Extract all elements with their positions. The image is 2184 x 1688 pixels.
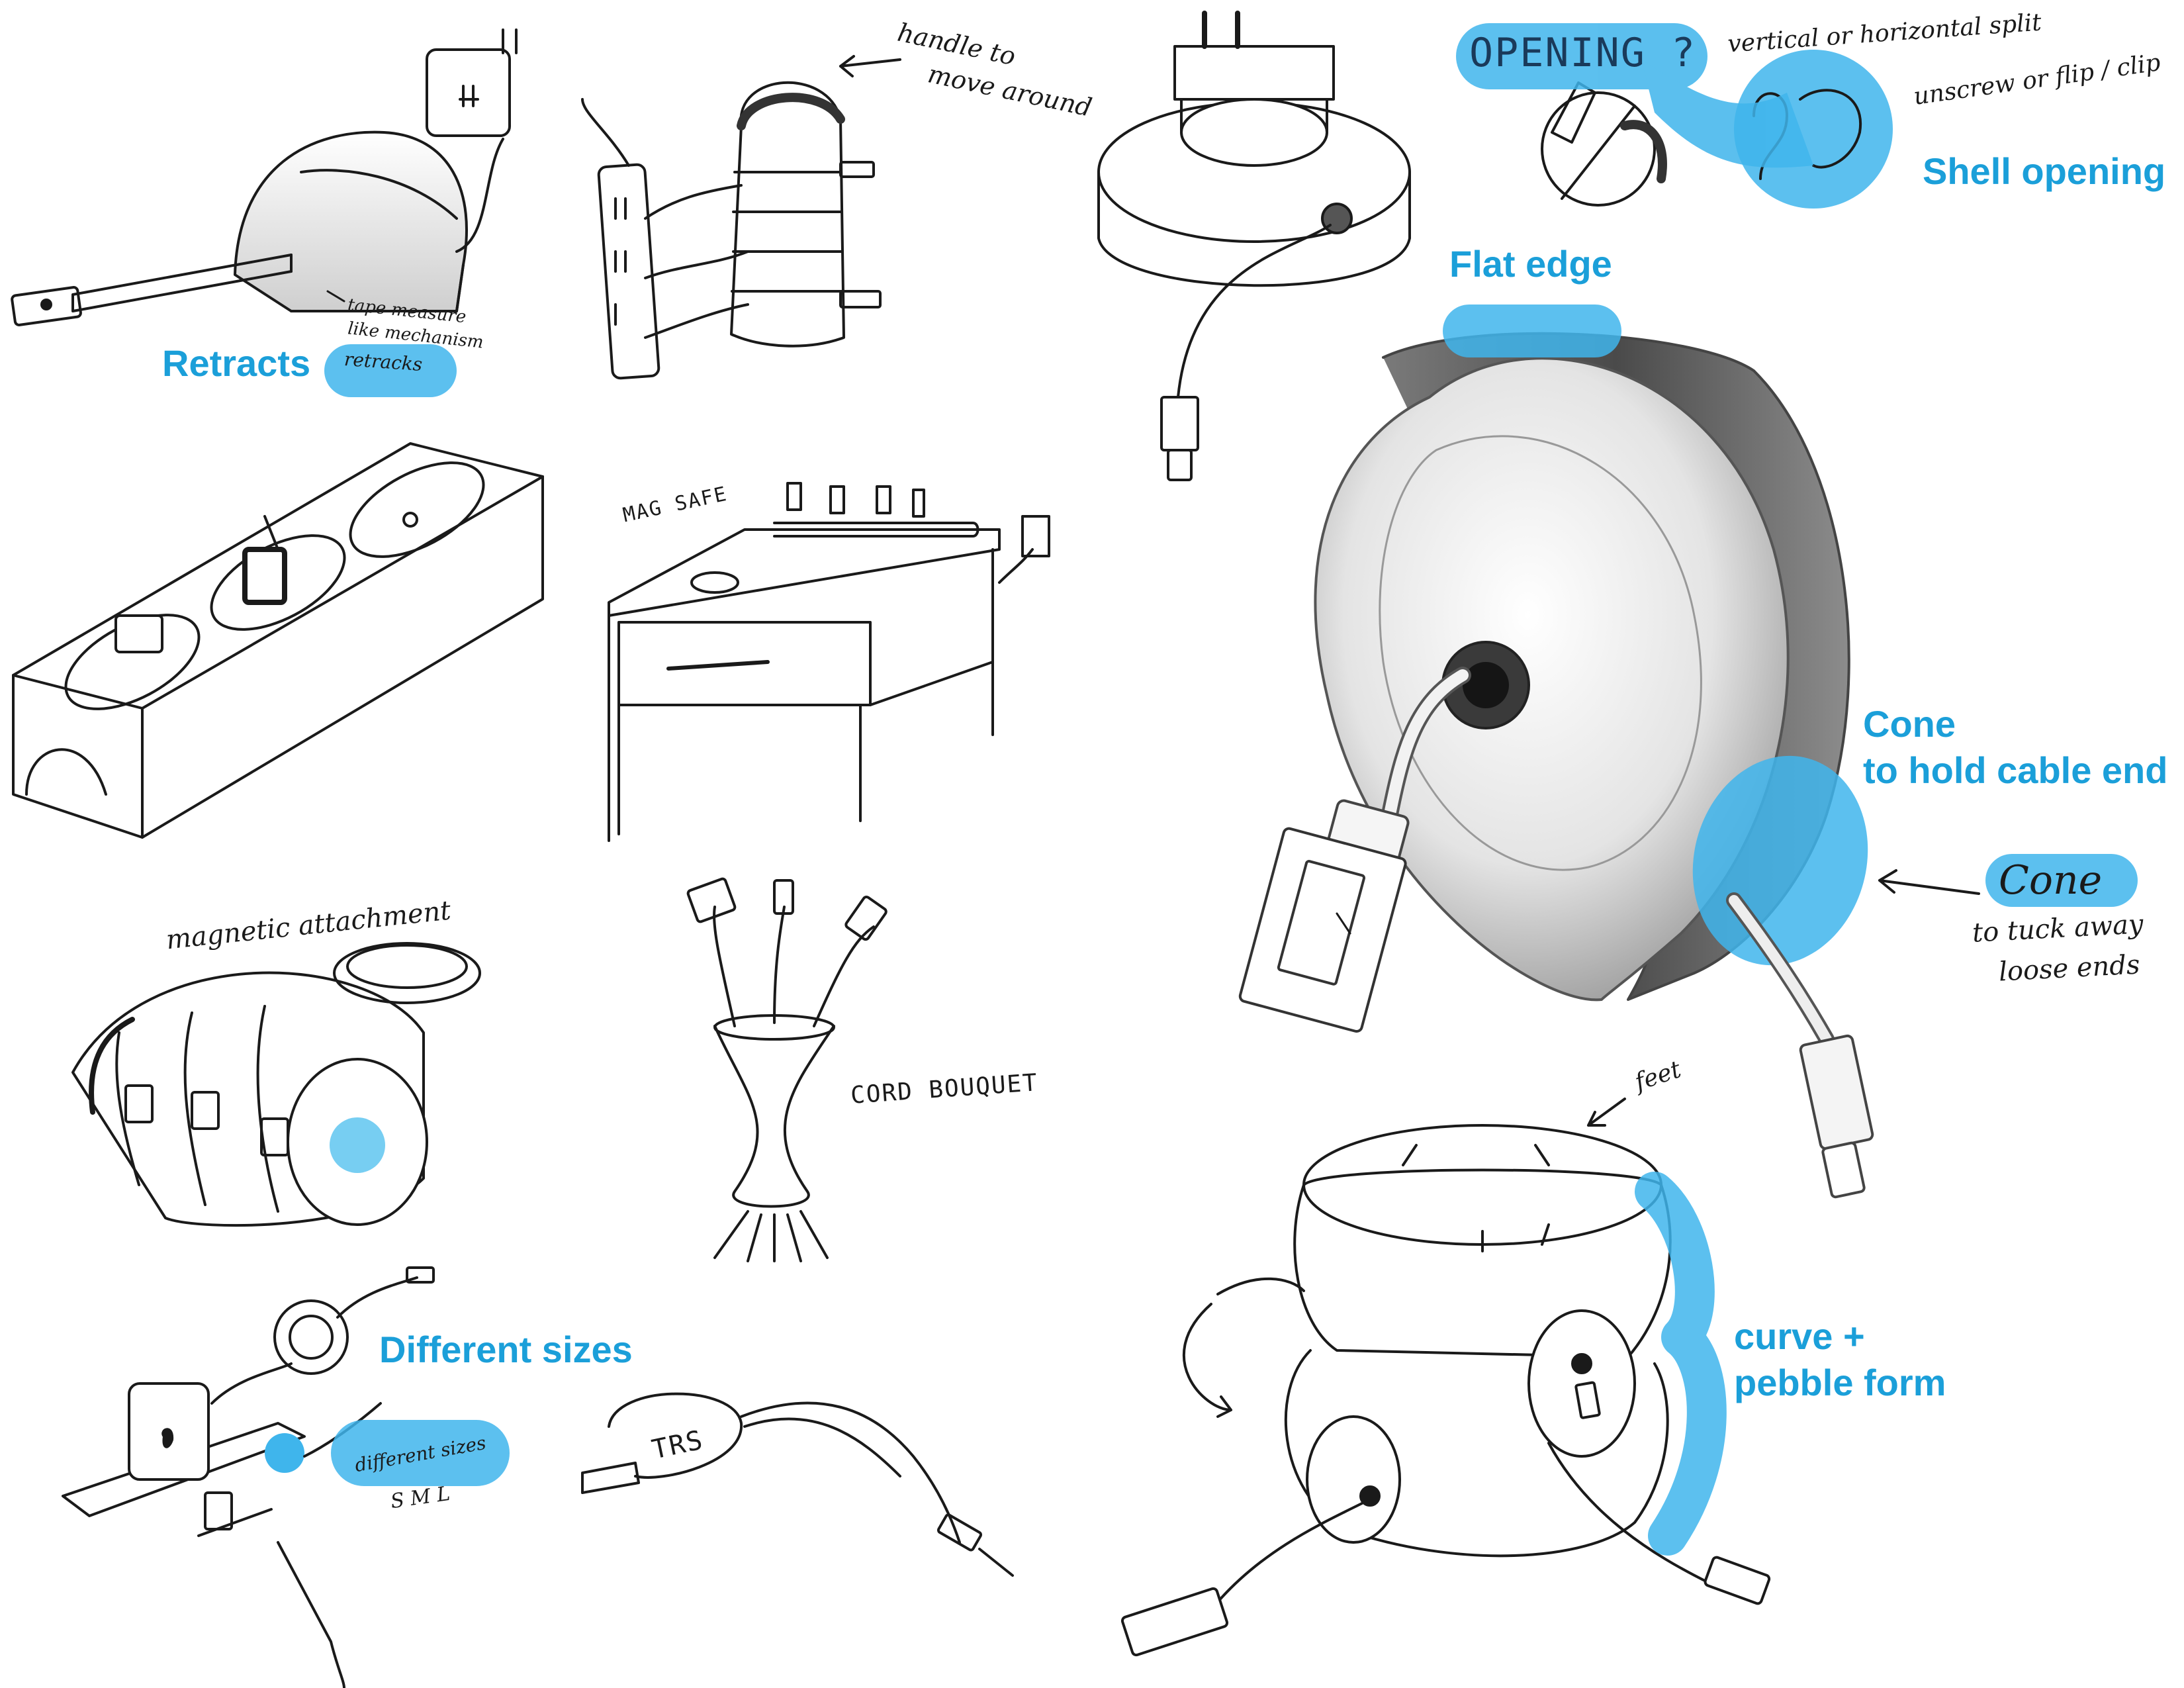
label-shell-opening: Shell opening xyxy=(1923,150,2166,192)
label-curve: curve + xyxy=(1734,1315,1865,1357)
label-retracts: Retracts xyxy=(162,342,311,384)
usb-connector-icon xyxy=(1238,827,1407,1033)
label-pebble-form: pebble form xyxy=(1734,1362,1946,1403)
sketch-pebble-stack xyxy=(1120,1098,1771,1657)
highlight-retracts xyxy=(324,344,457,397)
label-cone-line2: to hold cable end xyxy=(1863,749,2168,791)
note-cone: Cone xyxy=(1999,857,2103,904)
sketch-box-organizer xyxy=(12,442,544,839)
sketch-magnetic-cylinder xyxy=(71,942,481,1227)
sketch-tape-measure-retractor xyxy=(11,28,518,326)
sketch-main-puck xyxy=(1238,332,1980,1199)
wall-plug-icon xyxy=(426,48,511,137)
sketch-different-sizes xyxy=(62,1266,435,1688)
wall-plug-icon xyxy=(1202,11,1240,49)
sketch-puck-with-plug xyxy=(1097,11,1411,481)
highlight-opening-trail xyxy=(1641,60,1813,168)
apple-logo-icon xyxy=(161,1428,174,1448)
label-cone-line1: Cone xyxy=(1863,703,1956,745)
magsafe-connector-icon xyxy=(1120,1587,1229,1657)
sketch-opening-concepts xyxy=(1541,50,1893,209)
sketch-trs-retractor xyxy=(581,1392,1014,1577)
sketch-nightstand xyxy=(608,482,1050,842)
lightning-connector-icon xyxy=(1799,1034,1874,1150)
highlight-different-sizes xyxy=(331,1420,510,1486)
highlight-cone xyxy=(1985,854,2138,907)
rotate-arrow-icon xyxy=(1183,1303,1232,1418)
highlight-flat-edge xyxy=(1443,305,1621,357)
note-opening: OPENING ? xyxy=(1469,30,1697,76)
sketch-handle-organizer xyxy=(581,55,901,380)
label-flat-edge: Flat edge xyxy=(1449,243,1612,285)
audio-jack-icon xyxy=(936,1513,983,1552)
label-different-sizes: Different sizes xyxy=(379,1329,633,1370)
sketch-cord-bouquet xyxy=(686,877,887,1262)
highlight-marks xyxy=(324,23,2138,1486)
